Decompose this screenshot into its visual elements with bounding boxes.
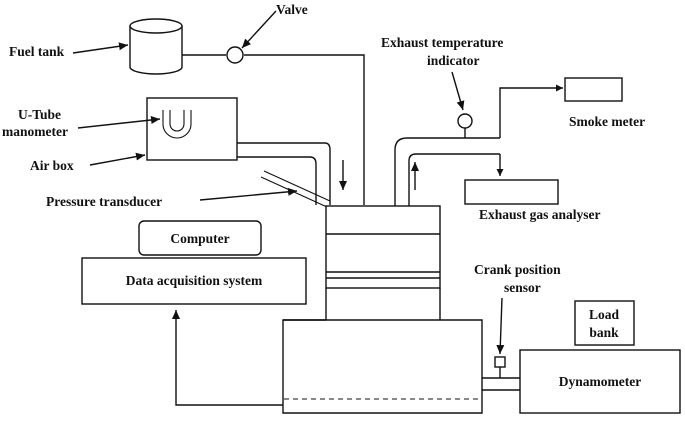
crank-position-sensor	[494, 356, 506, 368]
valve-pointer	[241, 10, 277, 49]
load-bank-label-line2: bank	[589, 325, 619, 340]
exhaust-gas-analyser-label: Exhaust gas analyser	[479, 207, 601, 222]
valve-label: Valve	[276, 2, 308, 17]
valve	[226, 46, 244, 64]
data-acquisition-box	[81, 257, 307, 305]
intake-duct-inner	[237, 156, 317, 205]
fuel-tank	[129, 18, 183, 75]
pressure-transducer-label: Pressure transducer	[46, 194, 162, 209]
smoke-meter-box	[564, 77, 623, 102]
exhaust-duct-inner	[408, 153, 500, 206]
computer-label: Computer	[170, 231, 229, 246]
crankcase	[282, 319, 483, 414]
load-bank-label-line1: Load	[589, 307, 620, 322]
pressure-transducer	[260, 170, 331, 208]
exhaust-temp-pointer	[451, 71, 465, 111]
crank-label-line1: Crank position	[474, 262, 561, 277]
data-acquisition-label: Data acquisition system	[126, 273, 263, 288]
exhaust-gas-analyser-box	[464, 179, 559, 205]
air-box-pointer	[89, 152, 146, 166]
u-tube-pointer	[77, 116, 161, 129]
smoke-meter-line	[499, 84, 563, 138]
exhaust-temperature-indicator	[457, 113, 473, 129]
exhaust-temp-label-line1: Exhaust temperature	[381, 35, 503, 50]
fuel-line-valve-engine	[244, 54, 365, 205]
pressure-transducer-pointer	[199, 187, 298, 201]
air-box-label: Air box	[30, 158, 74, 173]
u-tube-label-line1: U-Tube	[18, 107, 61, 122]
fuel-tank-label: Fuel tank	[9, 44, 65, 59]
engine-cylinder	[325, 205, 441, 289]
u-tube-label-line2: manometer	[2, 124, 68, 139]
crank-sensor-pointer	[496, 297, 505, 355]
intake-duct-outer	[237, 142, 331, 205]
computer-box	[138, 220, 262, 256]
crank-label-line2: sensor	[504, 280, 541, 295]
daq-signal-line	[172, 310, 283, 406]
fuel-tank-pointer	[72, 42, 129, 54]
dynamometer-box	[519, 349, 681, 414]
dynamometer-label: Dynamometer	[559, 374, 641, 389]
load-bank-box	[574, 300, 635, 346]
exhaust-temp-label-line2: indicator	[427, 53, 480, 68]
smoke-meter-label: Smoke meter	[569, 114, 645, 129]
u-tube-manometer	[162, 110, 192, 139]
air-box	[146, 97, 238, 161]
exhaust-duct-outer	[394, 137, 500, 206]
